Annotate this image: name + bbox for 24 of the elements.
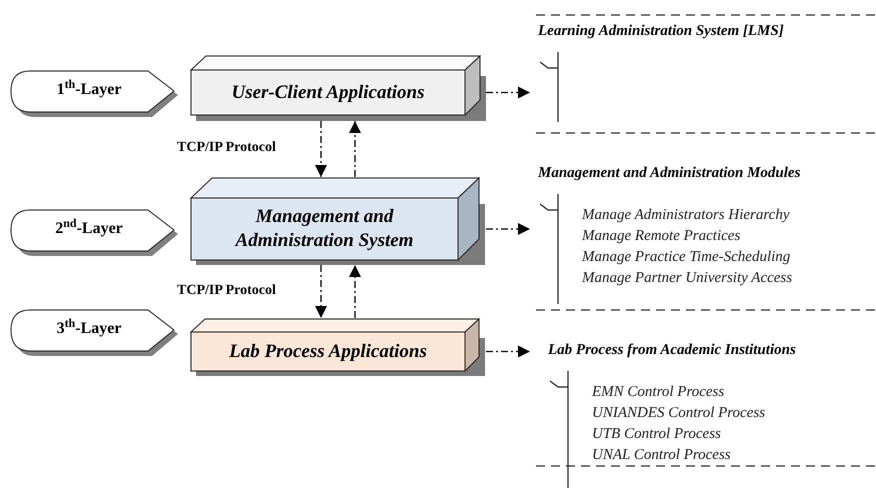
arrow (315, 121, 327, 177)
layer-label: 3$^{th}$-Layer (56, 319, 122, 339)
list-item: Manage Practice Time-Scheduling (582, 248, 792, 267)
arrow (349, 265, 361, 318)
arrow (486, 346, 530, 358)
list-item: Manage Remote Practices (582, 227, 742, 246)
list-item: Manage Partner University Access (582, 269, 792, 288)
arrow (315, 265, 327, 318)
list-item: EMN Control Process (592, 383, 726, 402)
list-item: UTB Control Process (592, 425, 722, 444)
layer-label: 2$^{nd}$-Layer (54, 219, 124, 239)
arrow (486, 223, 530, 235)
list-item: UNAL Control Process (592, 446, 732, 465)
block-title: User-Client Applications (230, 80, 426, 104)
list-item: Manage Administrators Hierarchy (582, 206, 790, 225)
layer-label: 1$^{th}$-Layer (56, 80, 122, 100)
block-title: Lab Process Applications (228, 340, 428, 364)
arrow (349, 121, 361, 177)
section-heading: Learning Administration System [LMS] (538, 22, 784, 40)
arrow (486, 86, 530, 98)
list-item: UNIANDES Control Process (592, 404, 766, 423)
block-title: Management and Administration System (234, 205, 414, 253)
section-heading: Management and Administration Modules (538, 164, 800, 182)
section-heading: Lab Process from Academic Institutions (548, 341, 796, 359)
